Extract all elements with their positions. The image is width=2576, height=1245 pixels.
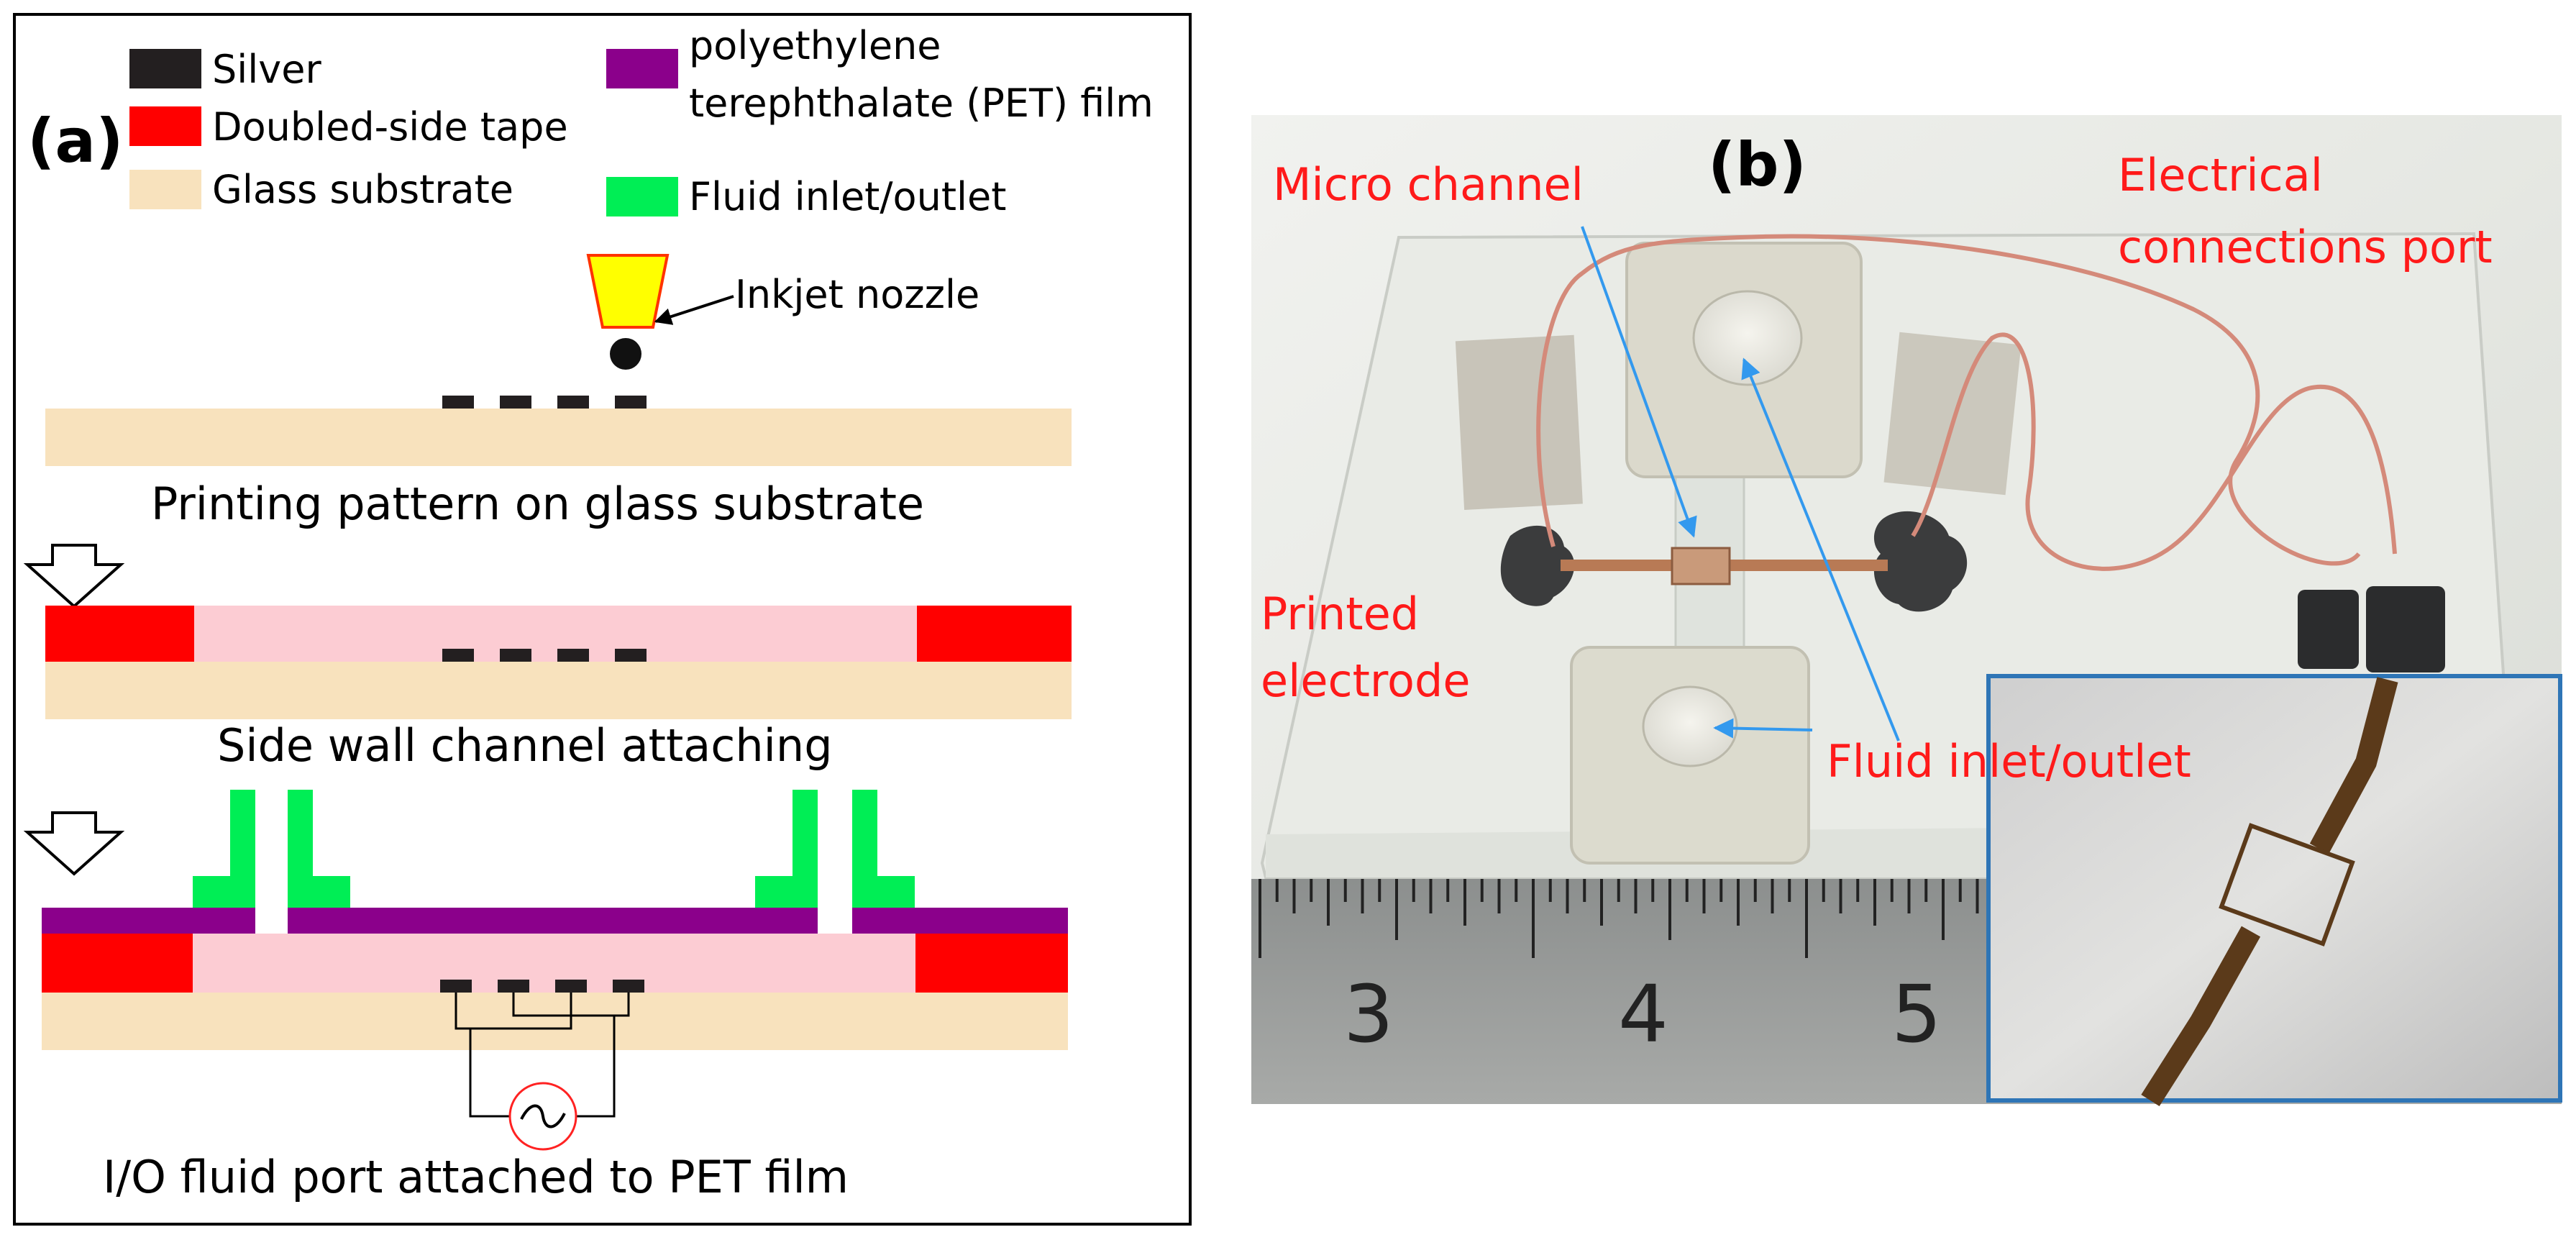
channel-space <box>194 606 917 662</box>
legend-glass-label: Glass substrate <box>212 167 513 212</box>
connector-right <box>2366 586 2445 672</box>
label-electrical-1: Electrical <box>2118 149 2323 201</box>
ruler-ticks <box>1259 879 1979 958</box>
wire-right <box>1911 332 2397 571</box>
silver-electrode <box>442 396 474 409</box>
step-2-caption: Side wall channel attaching <box>217 719 833 772</box>
legend-pet-label-1: polyethylene <box>689 23 941 68</box>
silver-electrode <box>500 396 531 409</box>
nozzle-body <box>586 254 670 329</box>
label-printed-2: electrode <box>1261 655 1470 707</box>
ruler-number-3: 3 <box>1343 968 1394 1060</box>
fluid-port-left-a <box>193 790 255 908</box>
legend-silver-label: Silver <box>212 47 321 92</box>
silver-electrode <box>615 649 647 662</box>
pet-film <box>852 908 1068 934</box>
tape-piece-right <box>1883 332 2022 496</box>
nozzle-label: Inkjet nozzle <box>735 272 979 317</box>
arrow-fluid-top <box>1741 357 1900 742</box>
printed-electrode-comb <box>1671 547 1731 585</box>
fluid-port-top-hole <box>1692 290 1803 386</box>
legend-tape-swatch <box>129 106 201 146</box>
label-electrical-2: connections port <box>2118 221 2493 273</box>
tape-left <box>42 934 193 993</box>
inset-photo <box>1986 674 2562 1103</box>
channel-space <box>193 934 915 993</box>
silver-electrode <box>442 649 474 662</box>
ruler-number-5: 5 <box>1891 968 1942 1060</box>
connector-left <box>2298 590 2359 669</box>
panel-b-label: (b) <box>1708 129 1807 200</box>
legend-tape-label: Doubled-side tape <box>212 104 568 150</box>
label-micro-channel: Micro channel <box>1273 158 1584 211</box>
inkjet-nozzle: Inkjet nozzle <box>586 254 979 370</box>
silver-electrode <box>500 649 531 662</box>
ink-droplet <box>610 338 641 370</box>
step-3-diagram <box>42 790 1068 1151</box>
inset-trace-upper <box>2309 677 2398 854</box>
pet-film <box>288 908 818 934</box>
silver-electrode <box>613 980 644 993</box>
arrow-fluid-bottom <box>1713 718 1813 739</box>
silver-blob-right <box>1873 511 1968 612</box>
inset-trace-lower <box>2141 926 2261 1107</box>
fluid-port-bottom-hole <box>1642 685 1738 767</box>
glass-substrate-2 <box>45 662 1072 719</box>
legend: Silver Doubled-side tape Glass substrate… <box>129 23 1154 219</box>
silver-electrode <box>557 396 589 409</box>
legend-pet-swatch <box>606 49 678 88</box>
panel-a: (a) Silver Doubled-side tape Glass subst… <box>13 13 1192 1226</box>
silver-electrode <box>555 980 587 993</box>
fluid-port-left-b <box>288 790 350 908</box>
panel-b: 3 4 5 (b) <box>1251 115 2562 1107</box>
tape-left <box>45 606 194 662</box>
tape-piece-left <box>1455 334 1583 511</box>
silver-blob-left <box>1500 525 1575 606</box>
step-1-caption: Printing pattern on glass substrate <box>151 478 924 530</box>
silver-electrode <box>615 396 647 409</box>
process-arrow-2 <box>23 811 125 876</box>
inset-comb <box>2219 823 2355 947</box>
fluid-port-right-a <box>755 790 818 908</box>
legend-glass-swatch <box>129 170 201 209</box>
tape-right <box>915 934 1068 993</box>
wire-left <box>1536 234 2361 566</box>
label-printed-1: Printed <box>1261 588 1419 640</box>
fluid-port-right-b <box>852 790 915 908</box>
ruler-number-4: 4 <box>1618 968 1668 1060</box>
step-3-caption: I/O fluid port attached to PET film <box>103 1151 849 1203</box>
process-arrow-1 <box>23 544 125 608</box>
glass-substrate-1 <box>45 409 1072 466</box>
step-2-diagram <box>45 606 1072 719</box>
panel-a-label: (a) <box>27 106 123 176</box>
nozzle-pointer <box>654 295 734 325</box>
label-fluid-inlet-outlet: Fluid inlet/outlet <box>1827 735 2191 788</box>
tape-right <box>917 606 1072 662</box>
arrow-micro-channel <box>1581 226 1697 538</box>
silver-electrode <box>557 649 589 662</box>
pet-film <box>42 908 255 934</box>
circuit-wiring <box>455 993 630 1118</box>
pointer-arrows <box>1581 226 1900 742</box>
legend-pet-label-2: terephthalate (PET) film <box>689 81 1154 126</box>
ac-source-symbol <box>520 1104 566 1128</box>
legend-silver-swatch <box>129 49 201 88</box>
silver-electrode <box>440 980 472 993</box>
silver-electrode <box>498 980 529 993</box>
legend-fluid-swatch <box>606 177 678 216</box>
legend-fluid-label: Fluid inlet/outlet <box>689 174 1006 219</box>
step-1-diagram <box>45 396 1072 466</box>
glass-substrate-3 <box>42 993 1068 1050</box>
